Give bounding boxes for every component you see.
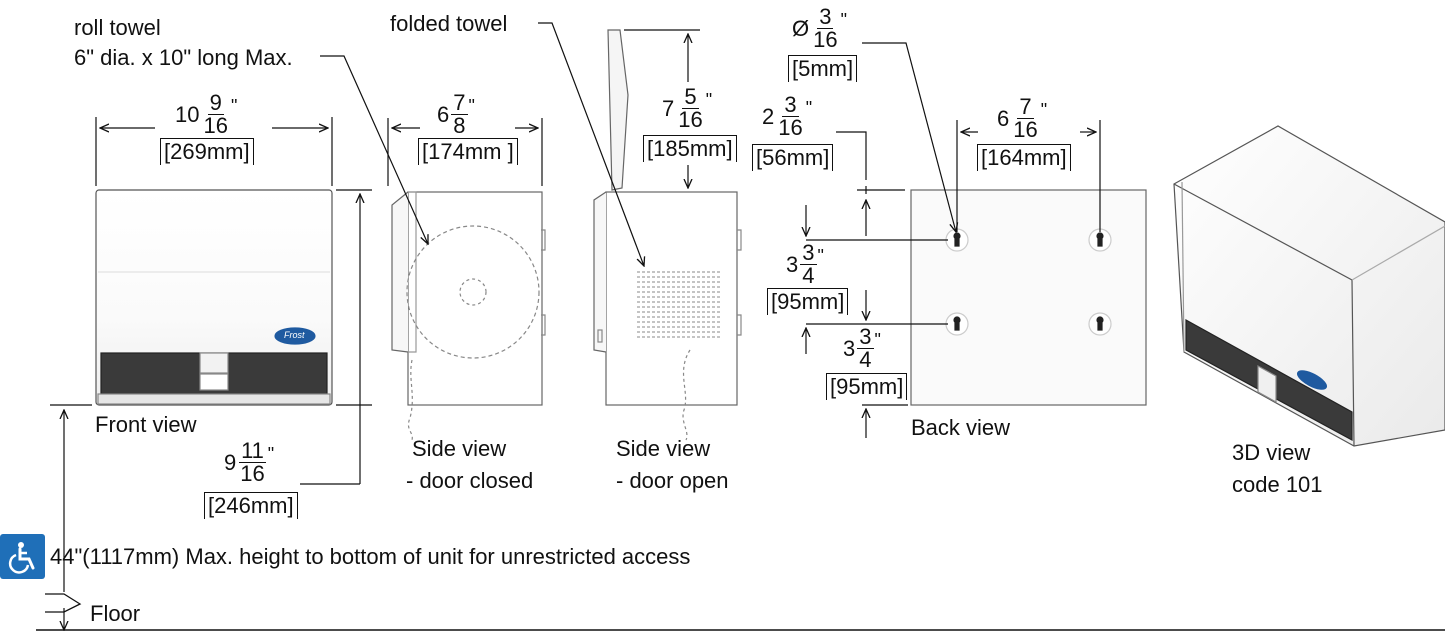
accessibility-badge <box>0 534 45 579</box>
front-view <box>95 189 333 406</box>
side-view-closed <box>391 191 546 441</box>
brand-logo: Frost <box>284 330 305 340</box>
inch-mark: " <box>705 90 713 110</box>
view-3d-label: 3D view <box>1232 440 1311 465</box>
keyhole-icon <box>945 228 969 252</box>
whole: 6 <box>997 105 1010 131</box>
whole: 10 <box>175 101 200 127</box>
keyhole-icon <box>1088 228 1112 252</box>
wheelchair-icon <box>8 541 34 574</box>
side-open-label: Side view <box>616 436 711 461</box>
side-open-sub-label: - door open <box>616 468 729 493</box>
access-note: 44"(1117mm) Max. height to bottom of uni… <box>50 544 691 569</box>
hole-spacing-v-mm: [95mm] <box>767 288 849 315</box>
floor-label: Floor <box>90 601 141 626</box>
roll-towel-size-label: 6" dia. x 10" long Max. <box>74 45 293 70</box>
inch-mark: " <box>1040 100 1048 120</box>
denominator: 16 <box>240 461 265 486</box>
numerator: 3 <box>817 4 834 29</box>
numerator: 7 <box>451 90 468 115</box>
inch-mark: " <box>267 444 275 464</box>
front-height-dimension <box>300 189 372 485</box>
numerator: 3 <box>782 92 799 117</box>
front-width-dimension <box>95 117 333 186</box>
door-open-dimension <box>624 29 700 188</box>
side-closed-sub-label: - door closed <box>406 468 534 493</box>
hole-diameter-mm: [5mm] <box>788 55 858 82</box>
top-to-hole-mm: [56mm] <box>752 144 834 171</box>
numerator: 5 <box>682 84 699 109</box>
numerator: 3 <box>857 324 874 349</box>
side-depth-dimension <box>387 118 543 186</box>
inch-mark: " <box>874 330 881 350</box>
denominator: 8 <box>453 113 466 138</box>
inch-mark: " <box>817 246 824 266</box>
numerator: 3 <box>800 240 817 265</box>
front-width-mm: [269mm] <box>160 138 254 165</box>
inch-mark: " <box>805 98 813 118</box>
denominator: 16 <box>778 115 803 140</box>
door-open-mm: [185mm] <box>643 135 737 162</box>
denominator: 16 <box>1013 117 1038 142</box>
folded-towel-stack <box>637 271 720 338</box>
whole: 3 <box>843 335 856 361</box>
hole-spacing-h-mm: [164mm] <box>977 144 1071 171</box>
denominator: 16 <box>813 27 838 52</box>
inch-mark: " <box>230 96 238 116</box>
numerator: 11 <box>239 438 266 463</box>
inch-mark: " <box>840 10 847 30</box>
view-3d <box>1173 125 1445 447</box>
diameter-symbol: Ø <box>792 15 810 41</box>
back-view-label: Back view <box>911 415 1011 440</box>
roll-towel-leader <box>320 55 428 244</box>
whole: 6 <box>437 101 450 127</box>
front-view-label: Front view <box>95 412 197 437</box>
access-height-line <box>36 404 1445 630</box>
view-3d-code-label: code 101 <box>1232 472 1323 497</box>
numerator: 7 <box>1017 94 1034 119</box>
whole: 3 <box>786 251 799 277</box>
denominator: 4 <box>802 263 815 288</box>
denominator: 16 <box>678 107 703 132</box>
front-height-mm: [246mm] <box>204 492 298 519</box>
keyhole-icon <box>945 312 969 336</box>
back-view-dimensions <box>806 42 1101 438</box>
hole-to-bottom-mm: [95mm] <box>826 373 908 400</box>
whole: 9 <box>224 449 237 475</box>
back-view <box>910 189 1147 406</box>
side-closed-label: Side view <box>412 436 507 461</box>
denominator: 16 <box>203 113 228 138</box>
keyhole-icon <box>1088 312 1112 336</box>
folded-towel-label: folded towel <box>390 11 508 36</box>
roll-towel-label: roll towel <box>74 15 161 40</box>
numerator: 9 <box>207 90 224 115</box>
folded-towel-leader <box>538 22 644 266</box>
inch-mark: " <box>468 96 475 116</box>
side-view-open <box>593 29 742 441</box>
denominator: 4 <box>859 347 872 372</box>
side-depth-mm: [174mm ] <box>418 138 518 165</box>
whole: 7 <box>662 95 675 121</box>
whole: 2 <box>762 103 775 129</box>
